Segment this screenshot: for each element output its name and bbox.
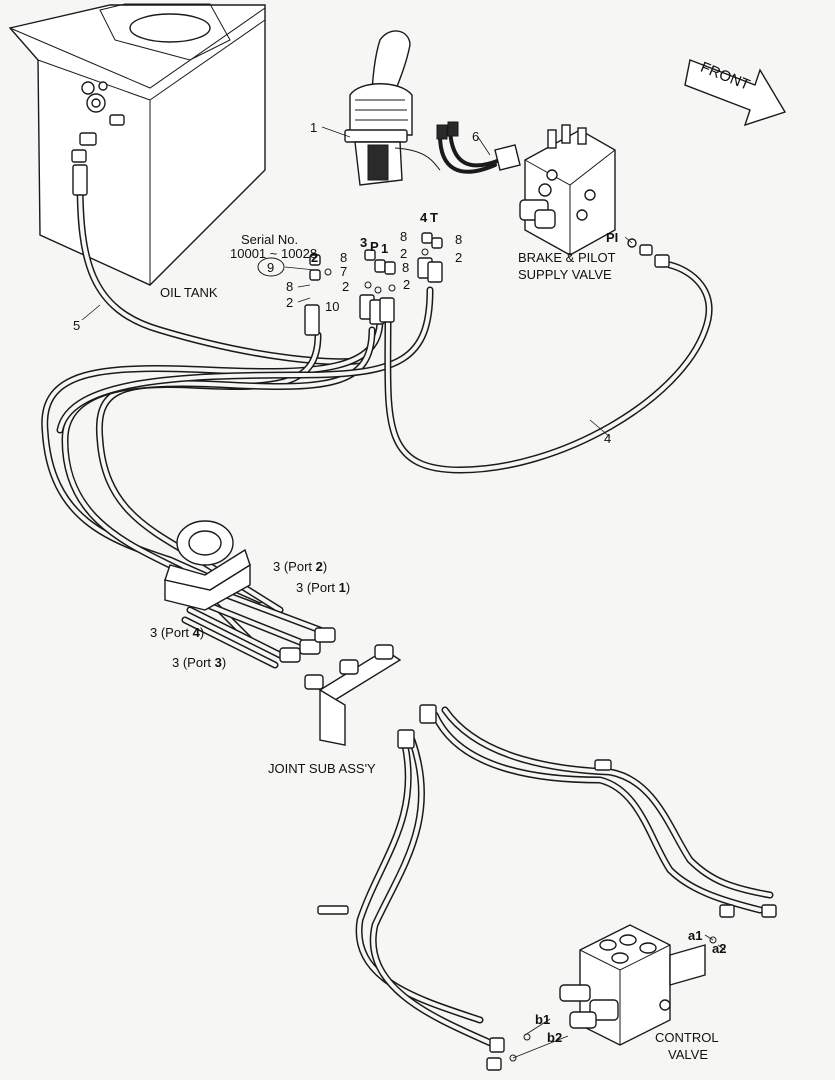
control-valve-label-1: CONTROL	[655, 1030, 719, 1045]
callout-5: 5	[73, 318, 80, 333]
callout-10: 10	[325, 299, 339, 314]
pi-fittings	[627, 238, 670, 268]
callout-4-port: 4	[420, 210, 428, 225]
hose-5	[72, 164, 366, 366]
callout-8-left: 8	[286, 279, 293, 294]
callout-b2: b2	[547, 1030, 562, 1045]
svg-text:3 (Port 3): 3 (Port 3)	[172, 655, 226, 670]
cable-ties	[317, 759, 612, 915]
leader-lines	[81, 126, 726, 1059]
front-arrow: FRONT	[684, 59, 787, 127]
callout-6: 6	[472, 129, 479, 144]
callout-9: 9	[257, 257, 285, 277]
hose-4	[384, 261, 713, 474]
svg-text:3 (Port 1): 3 (Port 1)	[296, 580, 350, 595]
svg-text:3 (Port 2): 3 (Port 2)	[273, 559, 327, 574]
callout-a2: a2	[712, 941, 726, 956]
callout-a1: a1	[688, 928, 702, 943]
joint-sub-label: JOINT SUB ASS'Y	[268, 761, 376, 776]
brake-pilot-valve	[519, 124, 616, 256]
control-valve	[486, 904, 777, 1071]
callout-8-mid: 8	[340, 250, 347, 265]
callout-p-port: P	[370, 239, 379, 254]
brake-pilot-label-1: BRAKE & PILOT	[518, 250, 616, 265]
control-valve-label-2: VALVE	[668, 1047, 708, 1062]
callout-8-right: 8	[400, 229, 407, 244]
callout-t-port: T	[430, 210, 438, 225]
joint-sub-assy	[279, 627, 437, 749]
joystick-fittings	[304, 232, 443, 336]
brake-pilot-label-2: SUPPLY VALVE	[518, 267, 612, 282]
callout-2-left: 2	[286, 295, 293, 310]
callout-pi: PI	[606, 230, 618, 245]
hose-clamp-bracket	[164, 520, 251, 611]
oil-tank-label: OIL TANK	[160, 285, 218, 300]
callout-1-port: 1	[381, 241, 388, 256]
joystick	[344, 30, 441, 186]
svg-text:3 (Port 4): 3 (Port 4)	[150, 625, 204, 640]
port-4-label: 3 (Port 4)	[150, 625, 204, 640]
callout-9-text: 9	[267, 260, 274, 275]
callout-2-bold: 2	[311, 250, 318, 265]
callout-2-right: 2	[400, 246, 407, 261]
callout-3-port: 3	[360, 235, 367, 250]
callout-8-right2: 8	[455, 232, 462, 247]
oil-tank	[8, 3, 266, 286]
callout-8-mid2: 8	[402, 260, 409, 275]
port-1-label: 3 (Port 1)	[296, 580, 350, 595]
callout-2-mid2: 2	[403, 277, 410, 292]
callout-2-right2: 2	[455, 250, 462, 265]
port-3-label: 3 (Port 3)	[172, 655, 226, 670]
hose-bundle-loop	[41, 286, 434, 644]
harness-6	[436, 121, 521, 174]
callout-2-mid: 2	[342, 279, 349, 294]
callout-1: 1	[310, 120, 317, 135]
callout-b1: b1	[535, 1012, 550, 1027]
port-2-label: 3 (Port 2)	[273, 559, 327, 574]
callout-7: 7	[340, 264, 347, 279]
serial-label-1: Serial No.	[241, 232, 298, 247]
serial-label-2: 10001 ~ 10028	[230, 246, 317, 261]
callout-4-hose: 4	[604, 431, 611, 446]
control-hoses	[355, 706, 774, 1049]
